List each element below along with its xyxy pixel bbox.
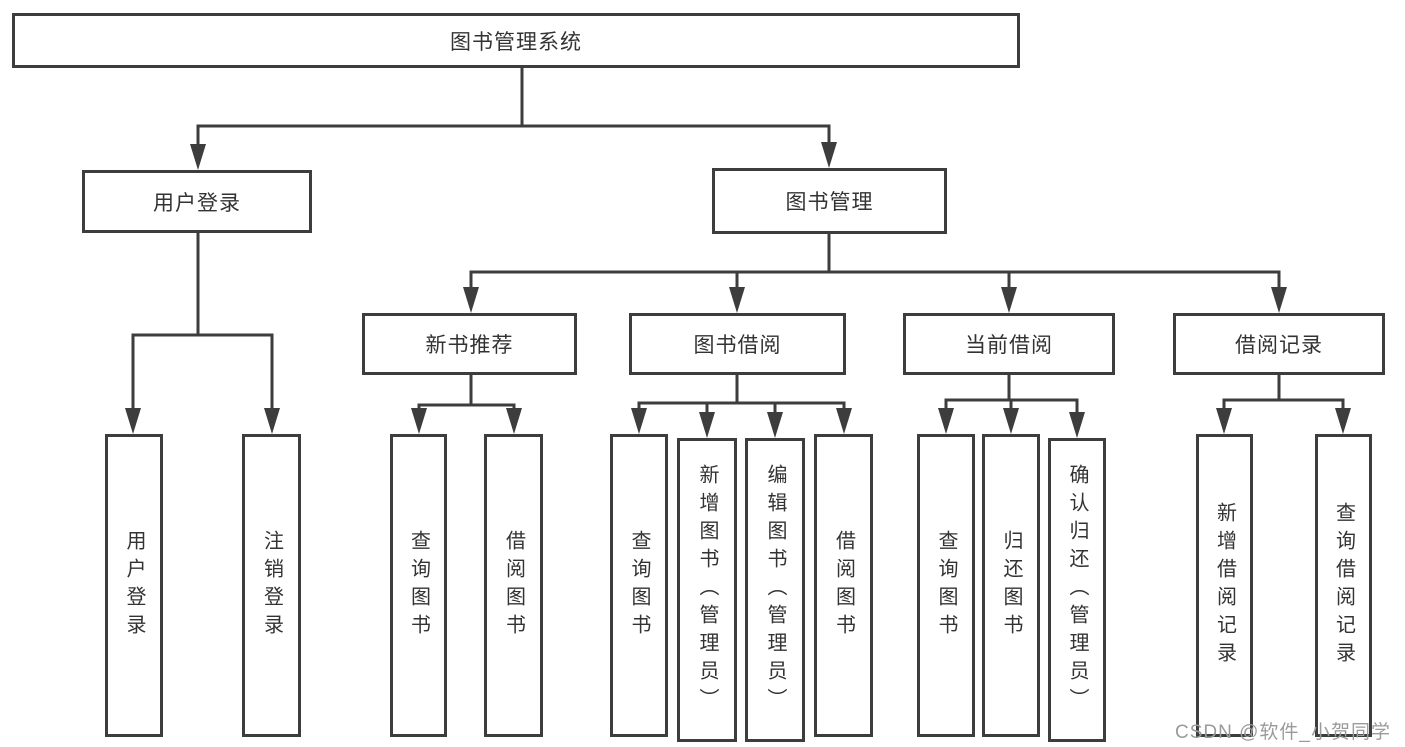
- node-borrowing-records: 借阅记录: [1173, 313, 1385, 375]
- node-leaf-logout: 注销登录: [242, 434, 301, 737]
- node-book-management: 图书管理: [712, 168, 947, 234]
- node-new-book-recommend: 新书推荐: [362, 313, 577, 375]
- node-leaf-add-borrow-record: 新增借阅记录: [1196, 434, 1253, 737]
- node-user-login: 用户登录: [82, 170, 312, 233]
- node-leaf-confirm-return-admin: 确认归还（管理员）: [1048, 438, 1106, 742]
- node-book-borrowing: 图书借阅: [629, 313, 846, 375]
- node-leaf-edit-books-admin: 编辑图书（管理员）: [745, 438, 805, 742]
- node-leaf-user-login: 用户登录: [105, 434, 163, 737]
- node-leaf-add-books-admin: 新增图书（管理员）: [677, 438, 737, 742]
- node-leaf-query-borrow-record: 查询借阅记录: [1315, 434, 1372, 737]
- node-leaf-return-books: 归还图书: [982, 434, 1040, 737]
- node-current-borrowing: 当前借阅: [903, 313, 1115, 375]
- node-leaf-query-books-borrow: 查询图书: [610, 434, 668, 737]
- node-leaf-query-books-recommend: 查询图书: [390, 434, 447, 737]
- node-leaf-borrow-books-recommend: 借阅图书: [484, 434, 543, 737]
- node-leaf-borrow-books: 借阅图书: [814, 434, 873, 737]
- node-library-management-system: 图书管理系统: [12, 13, 1020, 68]
- node-leaf-query-books-current: 查询图书: [917, 434, 975, 737]
- watermark-text: CSDN @软件_小贺同学: [1175, 722, 1391, 743]
